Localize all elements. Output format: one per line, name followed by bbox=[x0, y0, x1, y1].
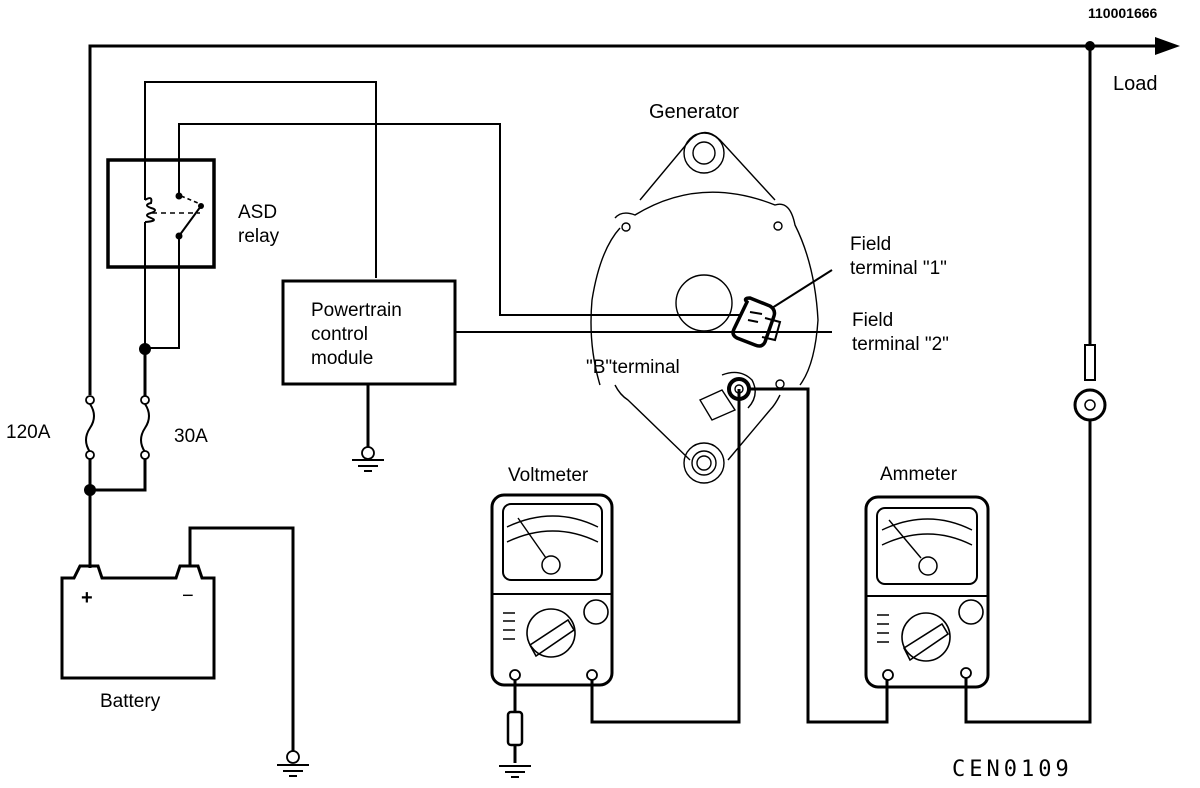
load-arrow-icon bbox=[1155, 37, 1180, 55]
fuse-30a-label: 30A bbox=[174, 426, 208, 447]
fuse-120a-label: 120A bbox=[6, 422, 51, 443]
ammeter bbox=[864, 495, 990, 689]
field-terminal-2-label-line1: Field bbox=[852, 310, 893, 331]
voltmeter-dial-icon bbox=[526, 608, 576, 658]
fuse-30a-icon bbox=[140, 403, 150, 453]
asd-relay-label-line1: ASD bbox=[238, 202, 277, 223]
field-terminal-plug-icon bbox=[731, 296, 782, 348]
figure-code: CEN0109 bbox=[952, 757, 1073, 782]
field-terminal-1-label-line2: terminal "1" bbox=[850, 258, 947, 279]
ammeter-label: Ammeter bbox=[880, 464, 958, 485]
generator bbox=[590, 131, 889, 724]
pcm-label-line1: Powertrain bbox=[311, 300, 402, 321]
ammeter-dial-icon bbox=[901, 612, 951, 662]
fuse-30a bbox=[90, 349, 150, 492]
b-terminal-icon bbox=[698, 371, 756, 421]
voltmeter-probe-icon bbox=[506, 710, 524, 747]
asd-relay-label-line2: relay bbox=[238, 226, 280, 247]
b-terminal-label: "B"terminal bbox=[586, 357, 680, 378]
voltmeter bbox=[490, 493, 614, 778]
field-terminal-2-label-line2: terminal "2" bbox=[852, 334, 949, 355]
battery-icon bbox=[60, 564, 216, 680]
ammeter-needle-icon bbox=[888, 519, 922, 559]
battery-junction bbox=[84, 484, 96, 496]
battery-label: Battery bbox=[100, 691, 161, 712]
asd-relay bbox=[106, 81, 740, 350]
voltmeter-ground-icon bbox=[499, 765, 531, 778]
load-label: Load bbox=[1113, 73, 1158, 95]
relay-switch-icon bbox=[178, 205, 202, 237]
generator-label: Generator bbox=[649, 101, 739, 123]
figure-id: 110001666 bbox=[1088, 5, 1158, 21]
field-terminal-1-label-line1: Field bbox=[850, 234, 891, 255]
pcm-label-line2: control bbox=[311, 324, 368, 345]
battery-ground-icon bbox=[277, 750, 309, 777]
fuse-120a bbox=[85, 395, 95, 568]
battery-negative-label: − bbox=[182, 585, 194, 607]
battery-positive-label: + bbox=[81, 587, 93, 609]
relay-coil-icon bbox=[144, 197, 156, 223]
battery bbox=[60, 526, 309, 777]
fuse-120a-icon bbox=[85, 403, 95, 453]
field-terminal-1-leader bbox=[771, 269, 833, 309]
voltmeter-label: Voltmeter bbox=[508, 465, 589, 486]
voltmeter-needle-icon bbox=[517, 517, 547, 559]
pcm-label-line3: module bbox=[311, 348, 373, 369]
ammeter-load-lead bbox=[964, 46, 1107, 724]
pcm-ground-icon bbox=[352, 446, 384, 472]
